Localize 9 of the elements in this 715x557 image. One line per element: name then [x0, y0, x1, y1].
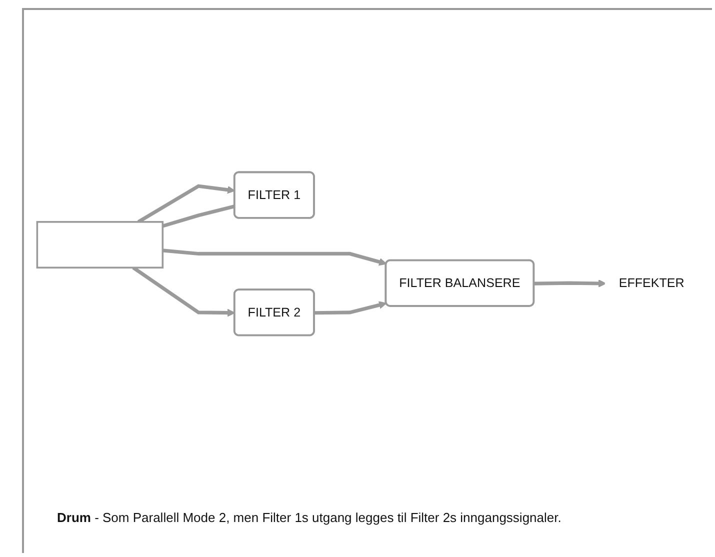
node-text: EFFEKTER [618, 276, 684, 290]
arrow [137, 184, 236, 224]
node-box [36, 221, 164, 269]
caption: Drum - Som Parallell Mode 2, men Filter 1s utgang legges til Filter 2s inngangssignaler. [57, 510, 562, 525]
arrow [314, 301, 387, 315]
connector [162, 204, 236, 228]
arrow [162, 248, 387, 266]
arrow [132, 266, 236, 317]
arrow [534, 280, 606, 288]
